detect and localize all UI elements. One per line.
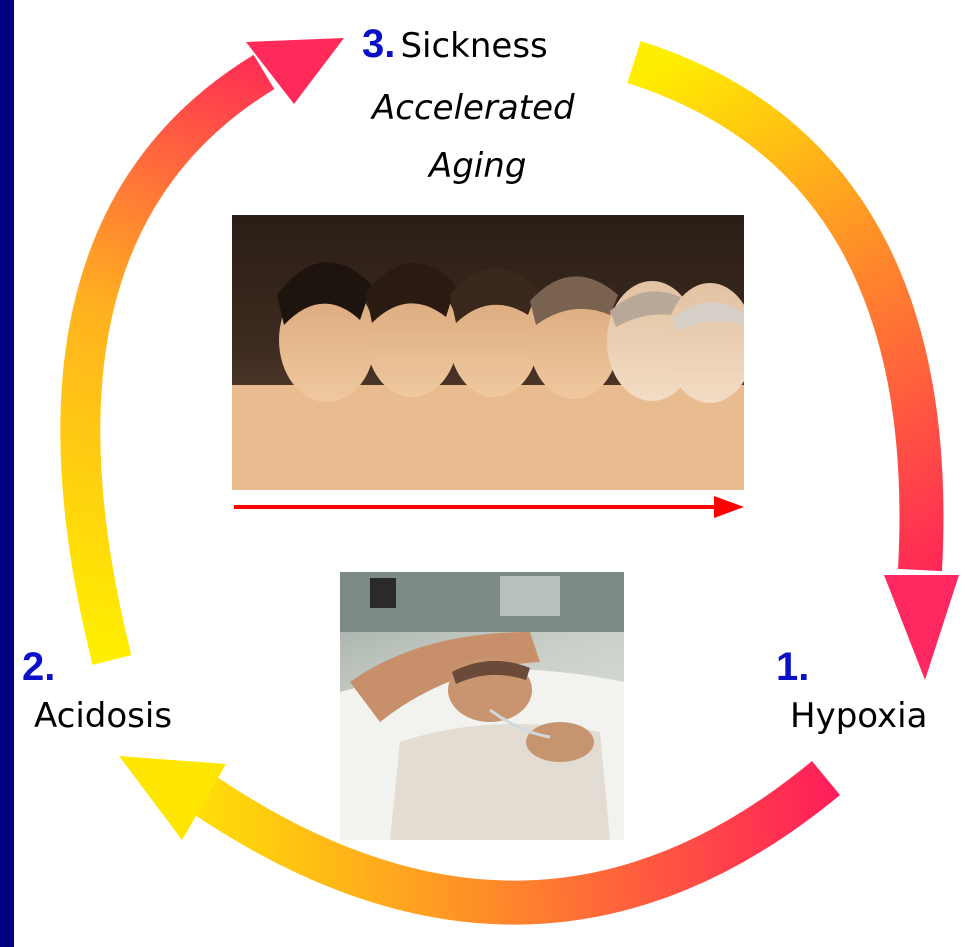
stage-1-number: 1. [776,645,809,690]
slide: 3. Sickness Accelerated Aging 2. Acidosi… [14,0,965,947]
stage-2-label: Acidosis [34,696,172,736]
hospital-patient-photo [340,572,624,840]
stage-3-subtitle-2: Aging [429,146,526,186]
face-2 [366,263,458,397]
aging-sequence-photo [232,215,744,490]
stage-1-label: Hypoxia [790,696,927,736]
stage-3-label: 3. Sickness [362,22,548,67]
stage-2-number: 2. [22,645,55,690]
face-4 [529,276,619,399]
stage-3-title: Sickness [400,26,547,66]
stage-3-subtitle-1: Accelerated [372,88,575,128]
face-3 [449,268,539,397]
face-1 [277,262,375,402]
timeline-arrow [234,496,744,518]
stage-3-number: 3. [362,22,395,66]
